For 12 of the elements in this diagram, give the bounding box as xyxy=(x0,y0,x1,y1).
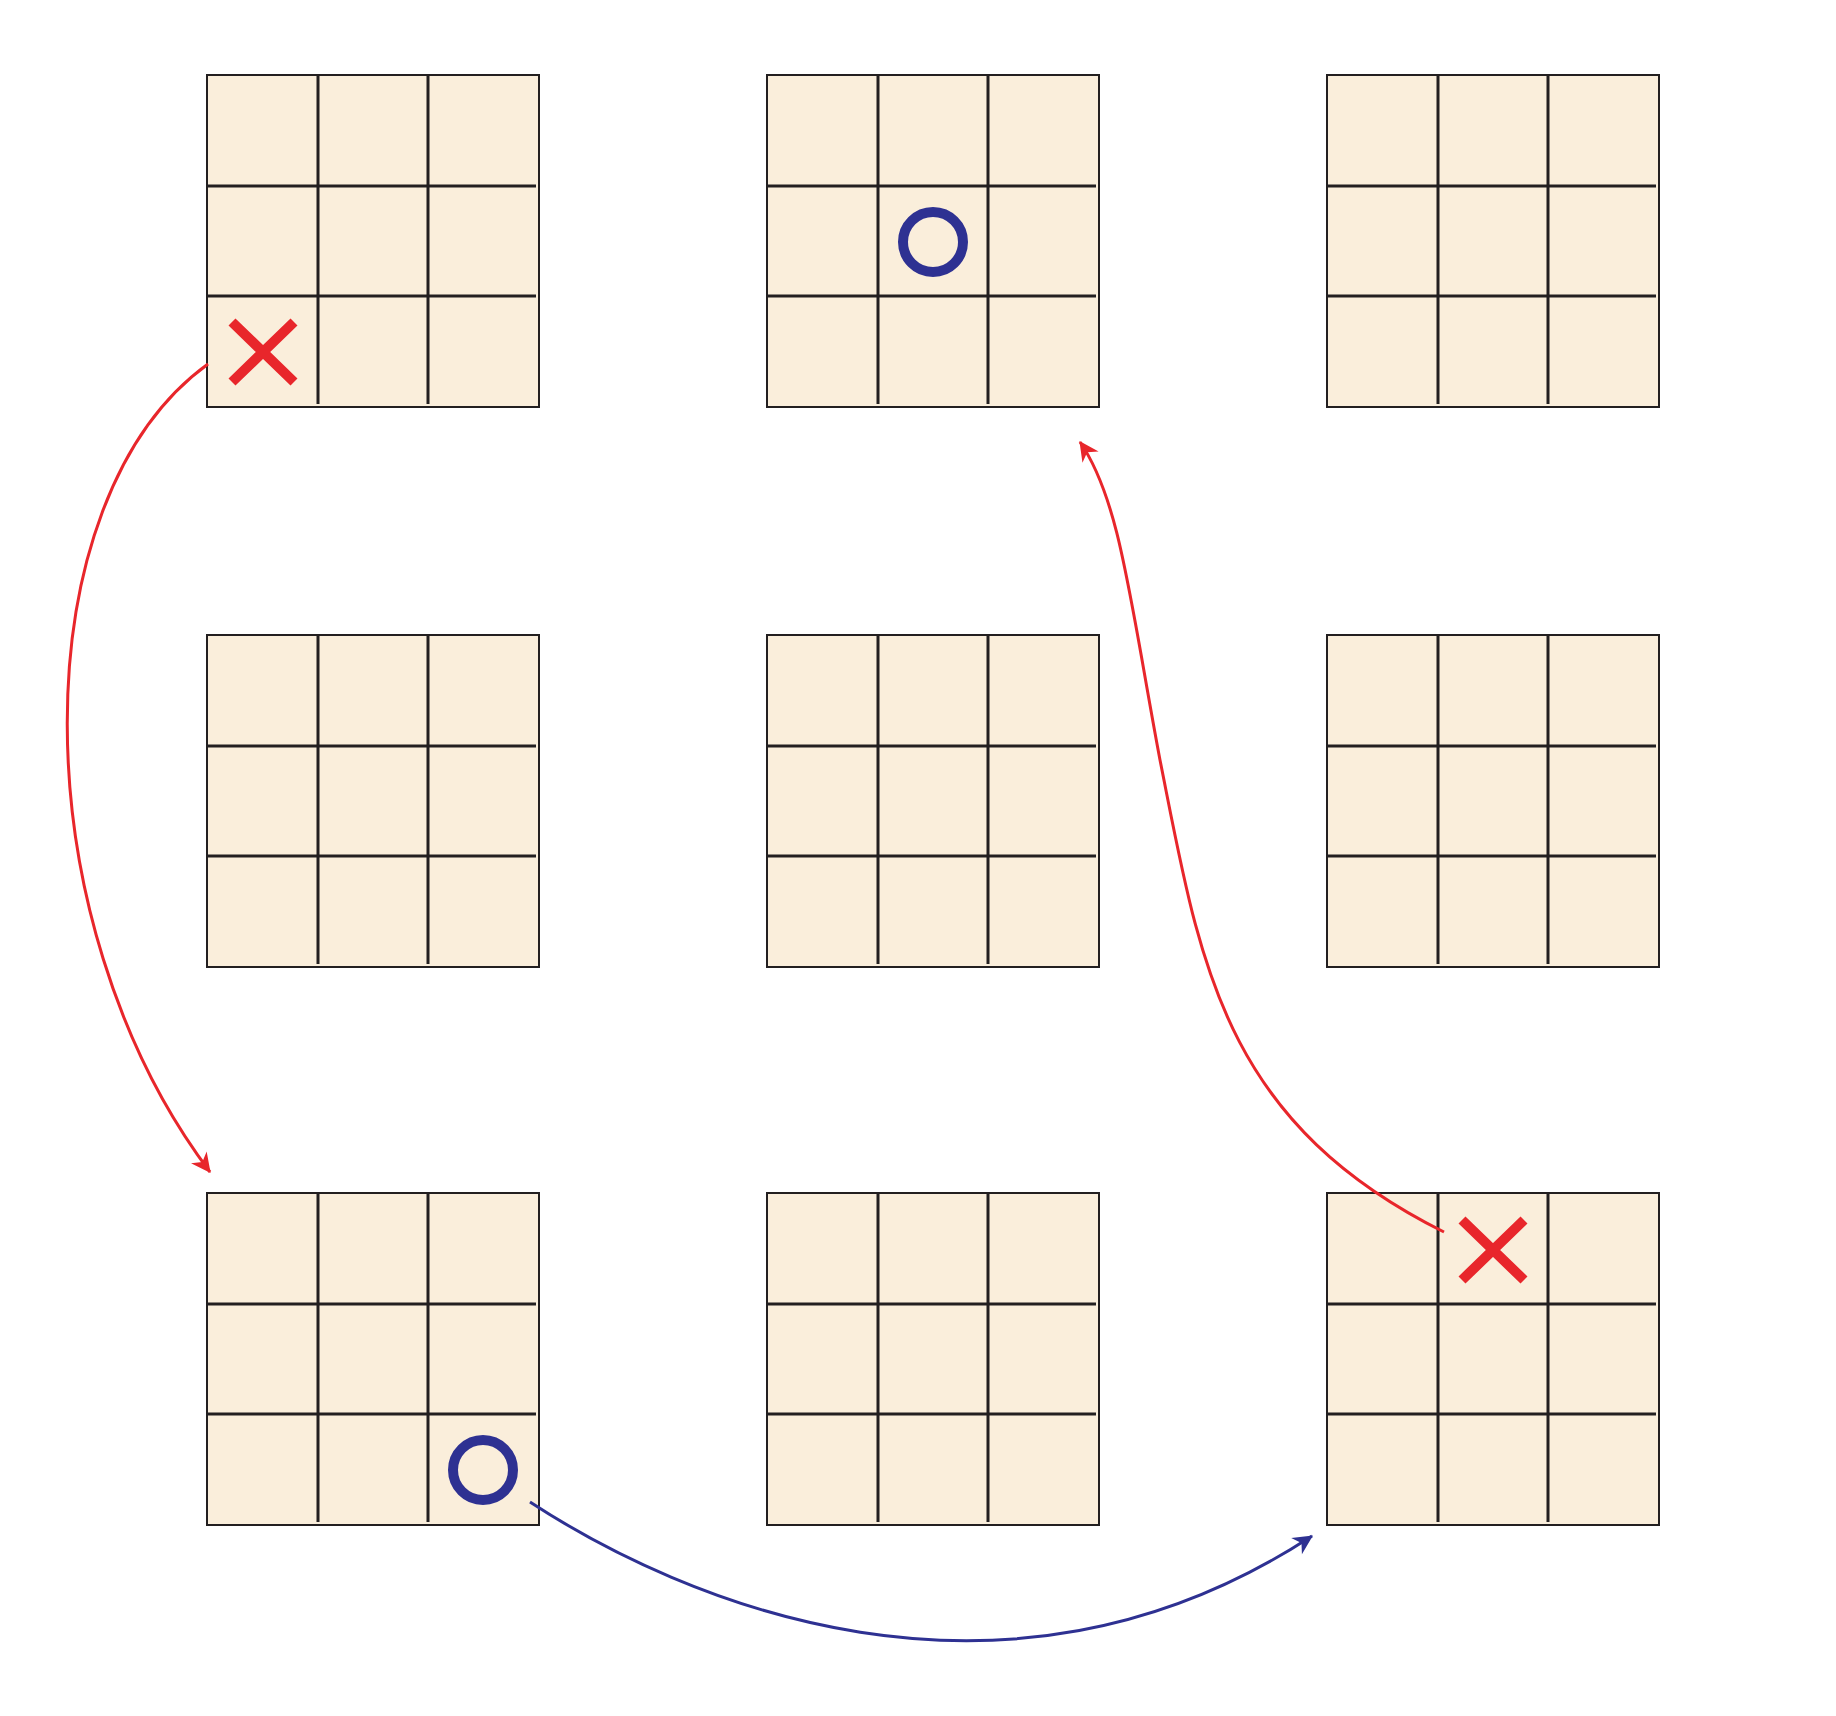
game-board xyxy=(766,1192,1100,1526)
arrow xyxy=(529,1500,1313,1642)
game-board xyxy=(206,634,540,968)
arrow xyxy=(65,362,212,1173)
arrow xyxy=(1078,441,1445,1234)
game-board xyxy=(766,634,1100,968)
game-board xyxy=(206,1192,540,1526)
game-board xyxy=(1326,74,1660,408)
game-board xyxy=(766,74,1100,408)
game-board xyxy=(1326,634,1660,968)
game-board xyxy=(1326,1192,1660,1526)
game-board xyxy=(206,74,540,408)
